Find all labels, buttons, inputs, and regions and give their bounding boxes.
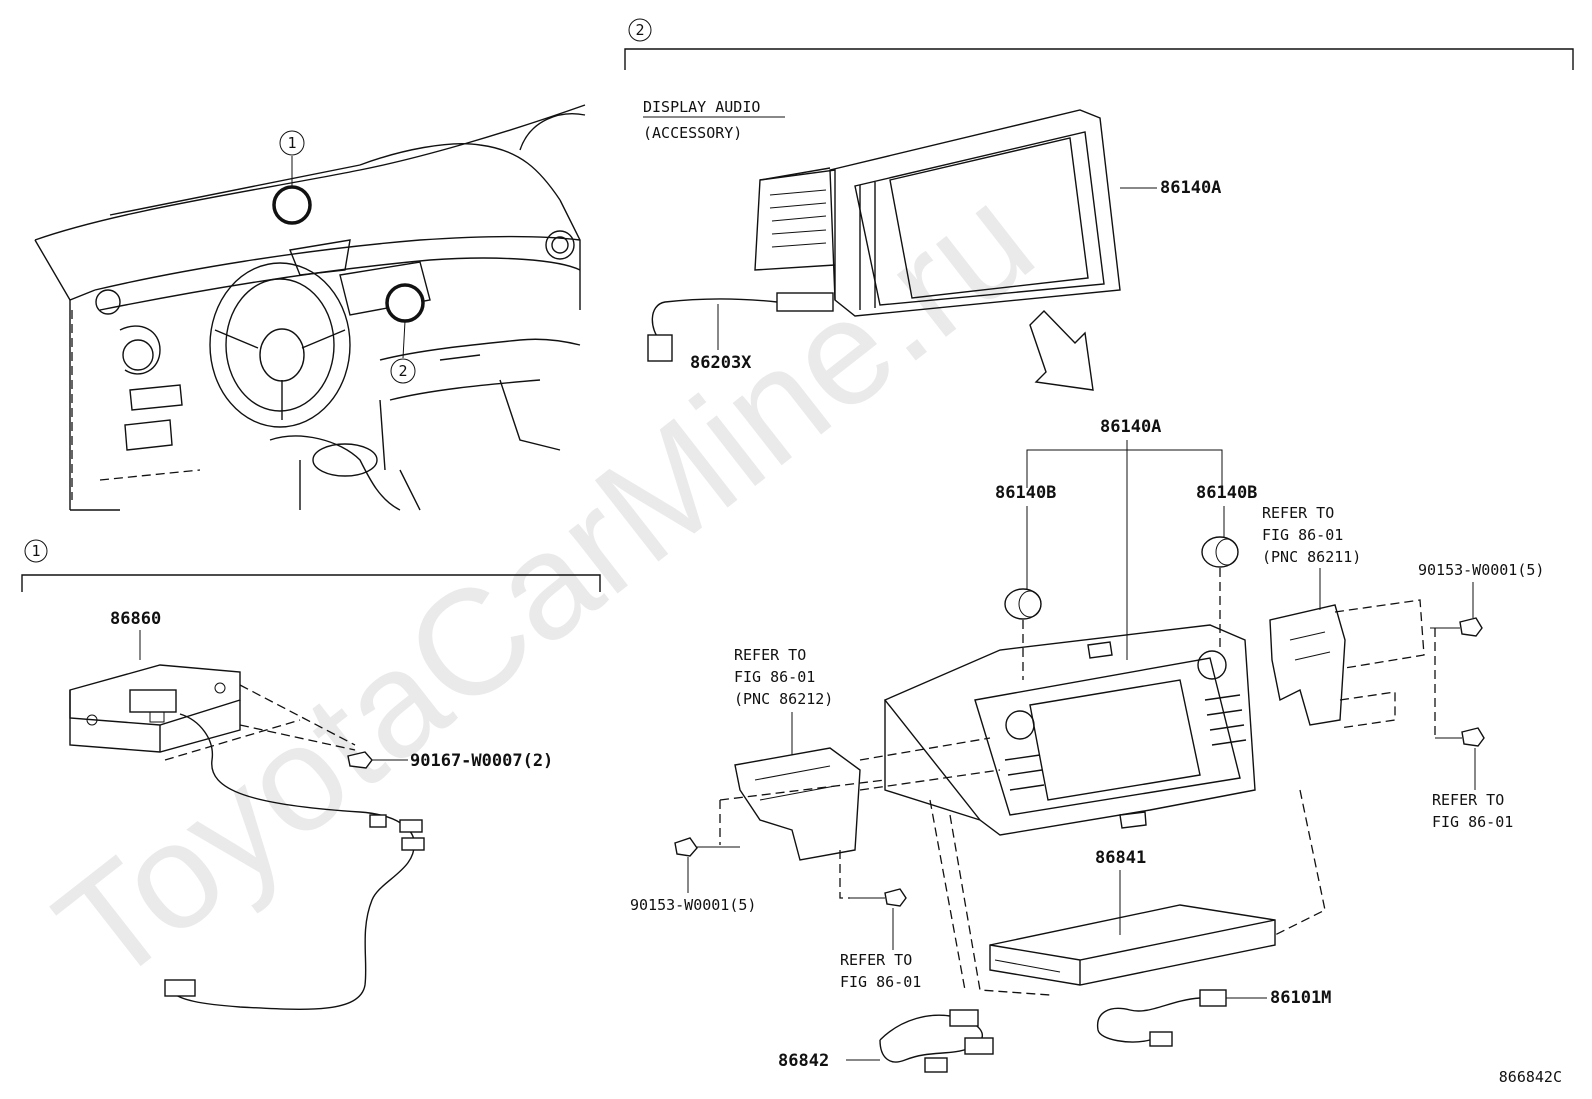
part-86860-label: 86860 bbox=[110, 609, 161, 629]
section-1-header: 1 bbox=[21, 539, 601, 592]
ref-left-bottom-l1: REFER TO bbox=[840, 951, 912, 969]
ref-right-top-l3: (PNC 86211) bbox=[1262, 548, 1361, 566]
ref-right-bottom-l2: FIG 86-01 bbox=[1432, 813, 1513, 831]
ref-left-bottom-l2: FIG 86-01 bbox=[840, 973, 921, 991]
dashboard-illustration: 1 2 bbox=[34, 104, 586, 511]
section-2-marker bbox=[628, 18, 652, 42]
part-86203X-label: 86203X bbox=[690, 353, 752, 373]
display-audio-subtitle: (ACCESSORY) bbox=[643, 124, 742, 142]
ref-right-bottom-l1: REFER TO bbox=[1432, 791, 1504, 809]
display-audio-title: DISPLAY AUDIO bbox=[643, 98, 760, 116]
watermark: ToyotaCarMine.ru bbox=[26, 154, 1062, 1015]
part-90153-left-label: 90153-W0001(5) bbox=[630, 896, 756, 914]
part-86101M-label: 86101M bbox=[1270, 988, 1331, 1008]
ref-right-top-l1: REFER TO bbox=[1262, 504, 1334, 522]
section-2-header: 2 bbox=[624, 18, 1574, 70]
part-90167-label: 90167-W0007(2) bbox=[410, 751, 553, 771]
display-audio-group: DISPLAY AUDIO (ACCESSORY) 86140A 86203X bbox=[643, 98, 1221, 391]
part-86842-label: 86842 bbox=[778, 1051, 829, 1071]
callout-2 bbox=[390, 358, 416, 384]
figure-code: 866842C bbox=[1499, 1068, 1562, 1086]
part-86140B-left-label: 86140B bbox=[995, 483, 1056, 503]
part-86841-label: 86841 bbox=[1095, 848, 1146, 868]
part-86140A-center-label: 86140A bbox=[1100, 417, 1161, 437]
section-2-marker-label: 2 bbox=[635, 21, 644, 39]
callout-1 bbox=[279, 130, 305, 156]
ref-left-top-l1: REFER TO bbox=[734, 646, 806, 664]
ref-left-top-l2: FIG 86-01 bbox=[734, 668, 815, 686]
part-90153-right-label: 90153-W0001(5) bbox=[1418, 561, 1544, 579]
section-1-marker bbox=[24, 539, 48, 563]
ref-left-top-l3: (PNC 86212) bbox=[734, 690, 833, 708]
connector-pins bbox=[769, 189, 827, 248]
exploded-assembly: 86140A 86140B 86140B REFER TO FIG 86-01 … bbox=[630, 417, 1544, 1073]
callout-2-label: 2 bbox=[398, 362, 407, 380]
callout-1-label: 1 bbox=[287, 134, 296, 152]
section-1-parts: 86860 90167-W0007(2) bbox=[69, 609, 553, 1010]
part-86140A-top-label: 86140A bbox=[1160, 178, 1221, 198]
section-1-marker-label: 1 bbox=[31, 542, 40, 560]
ref-right-top-l2: FIG 86-01 bbox=[1262, 526, 1343, 544]
part-86140B-right-label: 86140B bbox=[1196, 483, 1257, 503]
